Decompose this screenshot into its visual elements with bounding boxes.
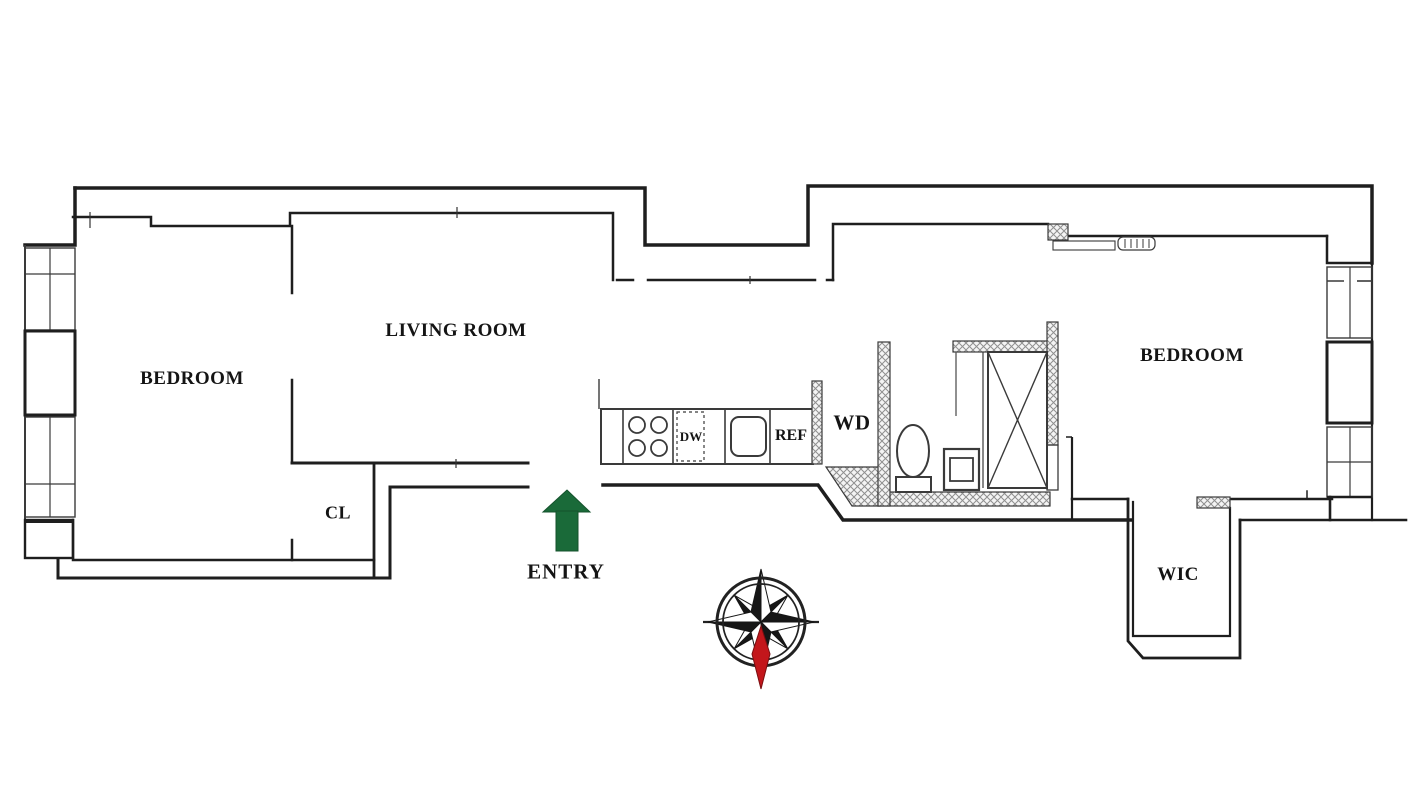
label-bedroom-right: BEDROOM	[1140, 345, 1244, 366]
label-entry: ENTRY	[527, 559, 605, 584]
kitchen-counter	[598, 379, 814, 465]
label-closet: CL	[324, 502, 352, 523]
bedroom2-door	[1066, 436, 1074, 519]
bathroom-fixtures	[895, 351, 1074, 519]
wall-pier-right	[1325, 340, 1374, 425]
wall-pier-left	[23, 329, 77, 417]
wall-ticks	[89, 207, 751, 468]
bedroom2-closet	[1052, 236, 1156, 251]
hatched-walls	[824, 223, 1231, 509]
radiator-coil-icon	[1117, 236, 1156, 251]
toilet-icon	[895, 424, 932, 493]
label-bedroom-left: BEDROOM	[140, 368, 244, 389]
label-refrigerator: REF	[775, 427, 807, 444]
bedroom2-closet-post	[1047, 223, 1069, 241]
bathroom-sink-icon	[942, 447, 981, 492]
label-washer-dryer: WD	[833, 410, 871, 435]
right-window-band	[1325, 266, 1374, 499]
sink-icon	[730, 416, 767, 457]
label-dishwasher: DW	[679, 429, 703, 444]
shower-icon	[982, 351, 1048, 489]
entry-arrow-icon	[541, 489, 592, 552]
wd-floor-hatch	[824, 466, 881, 507]
compass-south-needle	[751, 624, 771, 690]
interior-walls	[71, 211, 1374, 580]
wic-walls	[1126, 490, 1308, 660]
stove-burners-icon	[628, 416, 668, 457]
dishwasher-icon	[676, 411, 705, 462]
closet-shelf	[1052, 240, 1116, 251]
left-window-band	[23, 245, 77, 560]
label-living-room: LIVING ROOM	[385, 320, 527, 341]
kitchen-wd-wall	[811, 380, 823, 465]
wic-wall-hatch	[1196, 496, 1231, 509]
label-walk-in-closet: WIC	[1157, 564, 1199, 585]
compass-rose-icon	[703, 568, 819, 690]
